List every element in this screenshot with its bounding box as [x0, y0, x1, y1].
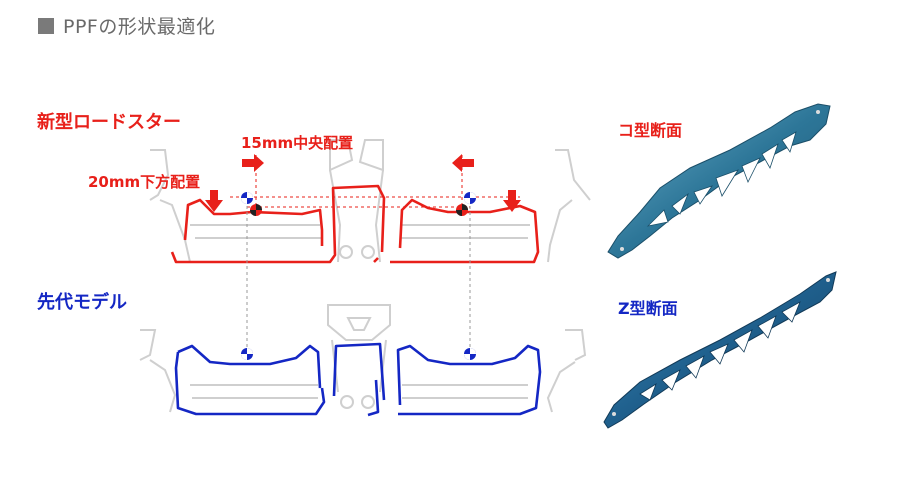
- new-model-cg-markers: [241, 192, 476, 216]
- cg-marker-icon: [241, 192, 253, 204]
- c-section-label: コ型断面: [618, 121, 683, 140]
- prev-model-ppf-outline: [174, 342, 542, 417]
- z-section-label: Z型断面: [618, 299, 678, 318]
- arrow-down-icon: [503, 190, 521, 212]
- page-title: PPFの形状最適化: [63, 16, 216, 38]
- new-model-label: 新型ロードスター: [37, 112, 181, 133]
- page-header: PPFの形状最適化: [38, 12, 215, 39]
- down-shift-arrows: [205, 190, 521, 212]
- lower-offset-label: 20mm下方配置: [88, 173, 201, 191]
- c-section-beam-illustration: [607, 103, 831, 259]
- new-model-guides: [230, 155, 520, 210]
- prev-model-chassis-outline: [139, 304, 587, 413]
- prev-model-label: 先代モデル: [37, 292, 127, 313]
- center-offset-label: 15mm中央配置: [241, 134, 354, 152]
- cg-marker-icon: [241, 348, 253, 360]
- header-square-icon: [38, 17, 54, 34]
- model-link-guides: [246, 200, 471, 350]
- cg-marker-icon: [456, 204, 468, 216]
- cg-marker-icon: [464, 348, 476, 360]
- arrow-left-icon: [452, 154, 474, 172]
- arrow-down-icon: [205, 190, 223, 212]
- cg-marker-icon: [464, 192, 476, 204]
- prev-model-cg-markers: [241, 348, 476, 360]
- center-shift-arrows: [242, 154, 474, 172]
- z-section-beam-illustration: [603, 271, 837, 429]
- cg-marker-icon: [250, 204, 262, 216]
- new-model-ppf-outline: [170, 184, 540, 264]
- arrow-right-icon: [242, 154, 264, 172]
